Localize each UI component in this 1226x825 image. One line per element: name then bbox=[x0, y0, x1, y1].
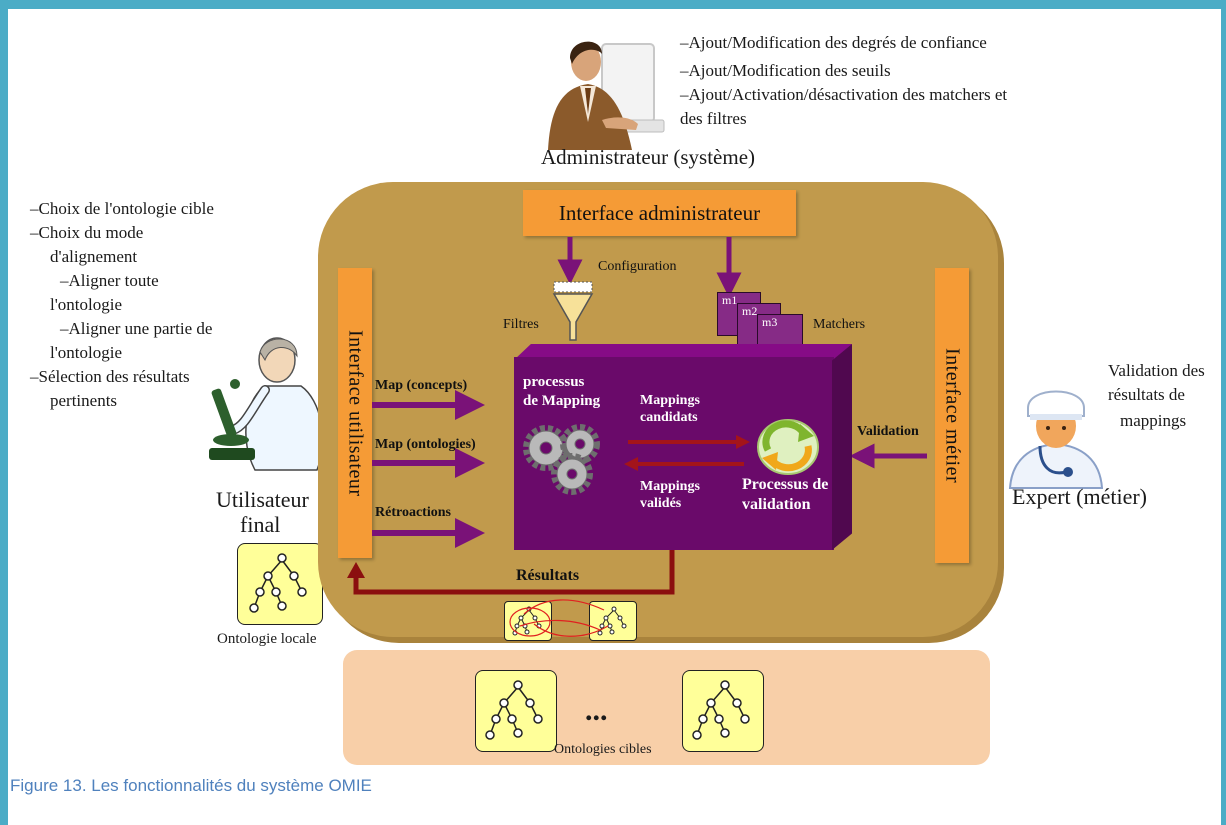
filter-funnel-icon bbox=[552, 281, 594, 341]
filters-label: Filtres bbox=[503, 317, 539, 332]
end-user-label-line2: final bbox=[240, 512, 281, 537]
end-user-label-line1: Utilisateur bbox=[216, 487, 309, 512]
user-bullet-5: l'ontologie bbox=[50, 295, 123, 314]
map-ontologies-label: Map (ontologies) bbox=[375, 437, 476, 452]
frame-top-border bbox=[0, 0, 1226, 9]
user-bullet-9: pertinents bbox=[50, 391, 118, 410]
target-ellipsis: ... bbox=[585, 694, 608, 727]
expert-label: Expert (métier) bbox=[1012, 484, 1147, 509]
mapping-links-icon bbox=[509, 599, 609, 637]
user-bullet-7: l'ontologie bbox=[50, 343, 123, 362]
validation-label: Validation bbox=[857, 424, 919, 439]
results-arrow-path bbox=[353, 550, 675, 595]
user-bullet-8: –Sélection des résultats bbox=[30, 367, 190, 386]
mapping-process-line1: processus bbox=[523, 374, 585, 390]
validated-line2: validés bbox=[640, 496, 682, 511]
target-ontologies-label: Ontologies cibles bbox=[554, 742, 652, 757]
frame-left-border bbox=[0, 0, 8, 825]
expert-icon bbox=[1008, 390, 1104, 489]
admin-interface: Interface administrateur bbox=[523, 190, 796, 236]
results-label: Résultats bbox=[516, 567, 580, 584]
user-interface: Interface utilisateur bbox=[338, 268, 372, 558]
candidates-line1: Mappings bbox=[640, 393, 700, 408]
candidates-line2: candidats bbox=[640, 410, 698, 425]
matchers-label: Matchers bbox=[813, 317, 866, 332]
validation-process-line1: Processus de bbox=[742, 476, 829, 493]
expert-validation-line2: résultats de bbox=[1108, 385, 1185, 404]
admin-bullet-2: –Ajout/Modification des seuils bbox=[680, 61, 891, 80]
administrator-label: Administrateur (système) bbox=[541, 145, 756, 169]
validation-process-line2: validation bbox=[742, 496, 811, 513]
user-bullet-4: –Aligner toute bbox=[60, 271, 159, 290]
process-box-side bbox=[832, 344, 852, 550]
admin-bullet-4: des filtres bbox=[680, 109, 747, 128]
user-bullet-3: d'alignement bbox=[50, 247, 138, 266]
expert-validation-line3: mappings bbox=[1120, 411, 1187, 430]
admin-bullet-1: –Ajout/Modification des degrés de confia… bbox=[680, 33, 987, 52]
gears-icon bbox=[523, 424, 600, 495]
end-user-icon bbox=[209, 337, 324, 471]
result-ontology-2 bbox=[589, 601, 637, 641]
user-bullet-1: –Choix de l'ontologie cible bbox=[30, 199, 214, 218]
ontology-tree-icon bbox=[692, 680, 750, 740]
mapping-process-line2: de Mapping bbox=[523, 393, 601, 409]
map-concepts-label: Map (concepts) bbox=[375, 378, 468, 393]
target-ontologies-panel bbox=[343, 650, 990, 765]
ontology-tree-icon bbox=[597, 606, 627, 636]
user-bullet-2: –Choix du mode bbox=[30, 223, 144, 242]
administrator-icon bbox=[548, 41, 665, 150]
ontology-tree-icon bbox=[249, 553, 307, 613]
local-ontology-box bbox=[237, 543, 323, 625]
figure-caption: Figure 13. Les fonctionnalités du systèm… bbox=[10, 776, 372, 795]
local-ontology-label: Ontologie locale bbox=[217, 631, 317, 647]
configuration-label: Configuration bbox=[598, 259, 677, 274]
ontology-tree-icon bbox=[485, 680, 543, 740]
validation-cycle-icon bbox=[757, 419, 819, 475]
expert-validation-line1: Validation des bbox=[1108, 361, 1205, 380]
target-ontology-1 bbox=[475, 670, 557, 752]
user-bullet-6: –Aligner une partie de bbox=[60, 319, 213, 338]
internal-arrows bbox=[624, 435, 750, 471]
admin-bullet-3: –Ajout/Activation/désactivation des matc… bbox=[680, 85, 1008, 104]
feedback-label: Rétroactions bbox=[375, 505, 451, 520]
business-interface: Interface métier bbox=[935, 268, 969, 563]
process-box-top bbox=[514, 344, 852, 360]
frame-right-border bbox=[1221, 0, 1226, 825]
results-arrowhead bbox=[347, 562, 365, 578]
target-ontology-2 bbox=[682, 670, 764, 752]
validated-line1: Mappings bbox=[640, 479, 700, 494]
